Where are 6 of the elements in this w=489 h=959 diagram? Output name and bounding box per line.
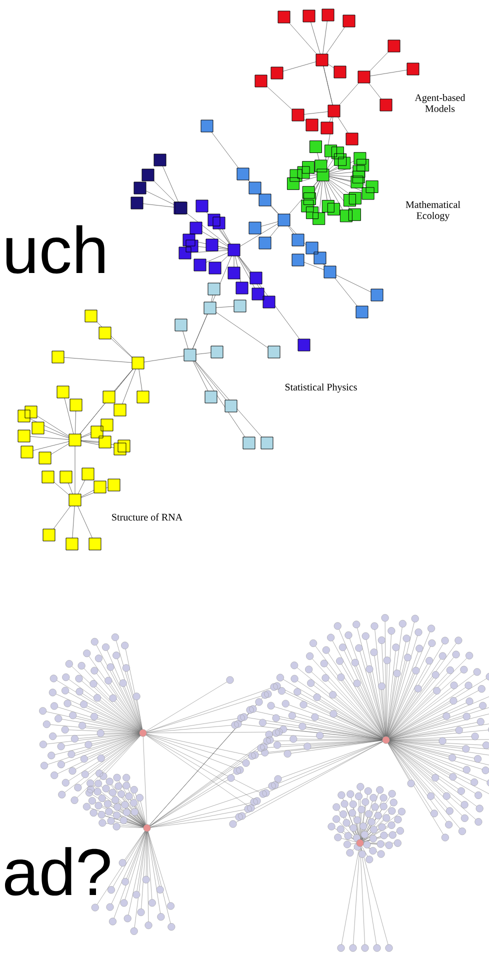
cluster-label: Structure of RNA: [112, 513, 182, 521]
cluster-label: Statistical Physics: [285, 383, 357, 393]
heading-text: ad?: [5, 847, 110, 896]
heading-text: uch: [6, 225, 104, 274]
cluster-label: Mathematical Ecology: [406, 200, 460, 222]
cluster-label: Agent-based Models: [414, 94, 466, 112]
